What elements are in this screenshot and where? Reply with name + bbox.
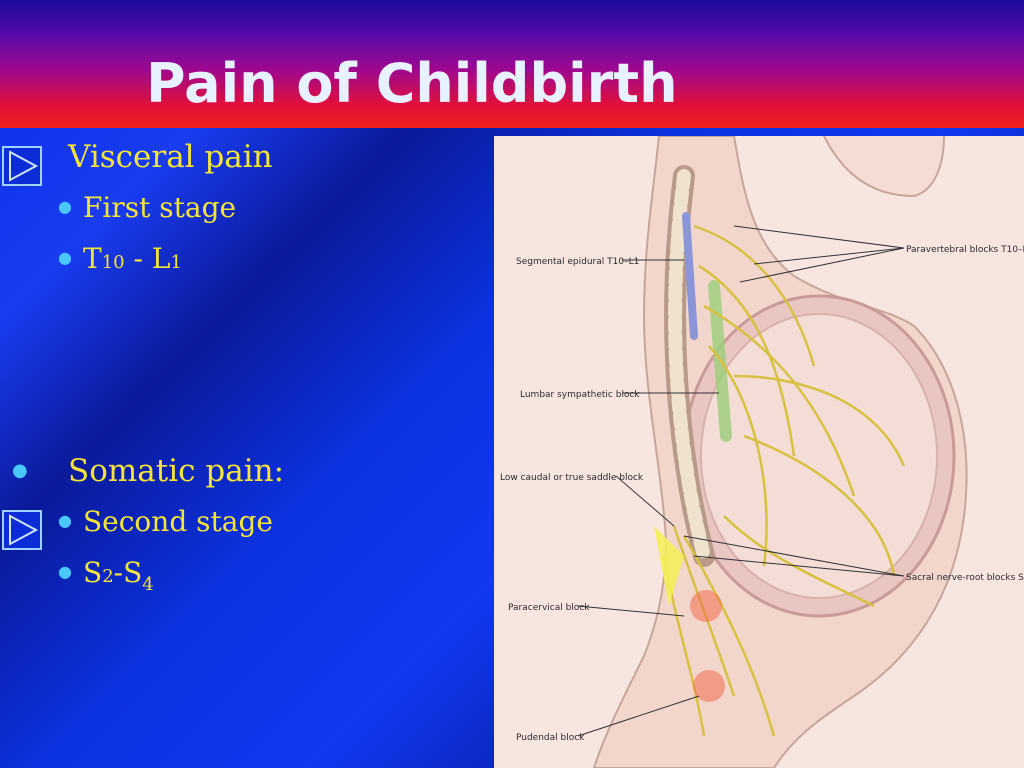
bullet-icon: ● — [58, 248, 72, 267]
play-button-icon[interactable] — [2, 510, 42, 550]
slide-title: Pain of Childbirth — [146, 52, 678, 115]
segment-prefix: T — [83, 242, 102, 275]
play-triangle-icon — [9, 514, 39, 546]
label-paracervical: Paracervical block — [508, 603, 590, 613]
visceral-segments: T10 - L1 — [83, 242, 182, 275]
bullet-icon: ● — [12, 460, 28, 481]
bullet-icon: ● — [58, 562, 72, 581]
label-lumbar-sympathetic: Lumbar sympathetic block — [520, 390, 640, 400]
segment-sep: - L — [124, 242, 171, 275]
label-paravertebral: Paravertebral blocks T10–L1 — [906, 245, 1024, 255]
label-segmental-epidural: Segmental epidural T10–L1 — [516, 257, 639, 267]
label-low-caudal: Low caudal or true saddle block — [500, 473, 644, 483]
leader-lines — [577, 225, 905, 737]
spine-column — [664, 165, 732, 567]
seg-dash: -S — [113, 556, 143, 589]
label-pudendal: Pudendal block — [516, 733, 585, 743]
seg-sub1: 2 — [102, 566, 114, 587]
visceral-stage: First stage — [83, 191, 237, 224]
pregnant-pelvis-diagram: Segmental epidural T10–L1 Paravertebral … — [494, 136, 1024, 768]
somatic-stage: Second stage — [83, 505, 273, 538]
visceral-heading: Visceral pain — [68, 139, 273, 175]
seg-sub2: 4 — [142, 574, 154, 595]
label-sacral-nerve-root: Sacral nerve-root blocks S2–S4 — [906, 573, 1024, 583]
segment-prefix-sub: 10 — [101, 252, 125, 273]
seg-s: S — [83, 556, 103, 589]
play-button-icon[interactable] — [2, 146, 42, 186]
anatomy-illustration: Segmental epidural T10–L1 Paravertebral … — [494, 136, 1024, 768]
bullet-icon: ● — [58, 511, 72, 530]
somatic-heading: Somatic pain: — [68, 453, 285, 489]
segment-end-sub: 1 — [170, 252, 182, 273]
title-banner: Pain of Childbirth — [0, 0, 1024, 128]
somatic-segments: S2-S4 — [83, 556, 154, 595]
bullet-icon: ● — [58, 197, 72, 216]
play-triangle-icon — [9, 150, 39, 182]
